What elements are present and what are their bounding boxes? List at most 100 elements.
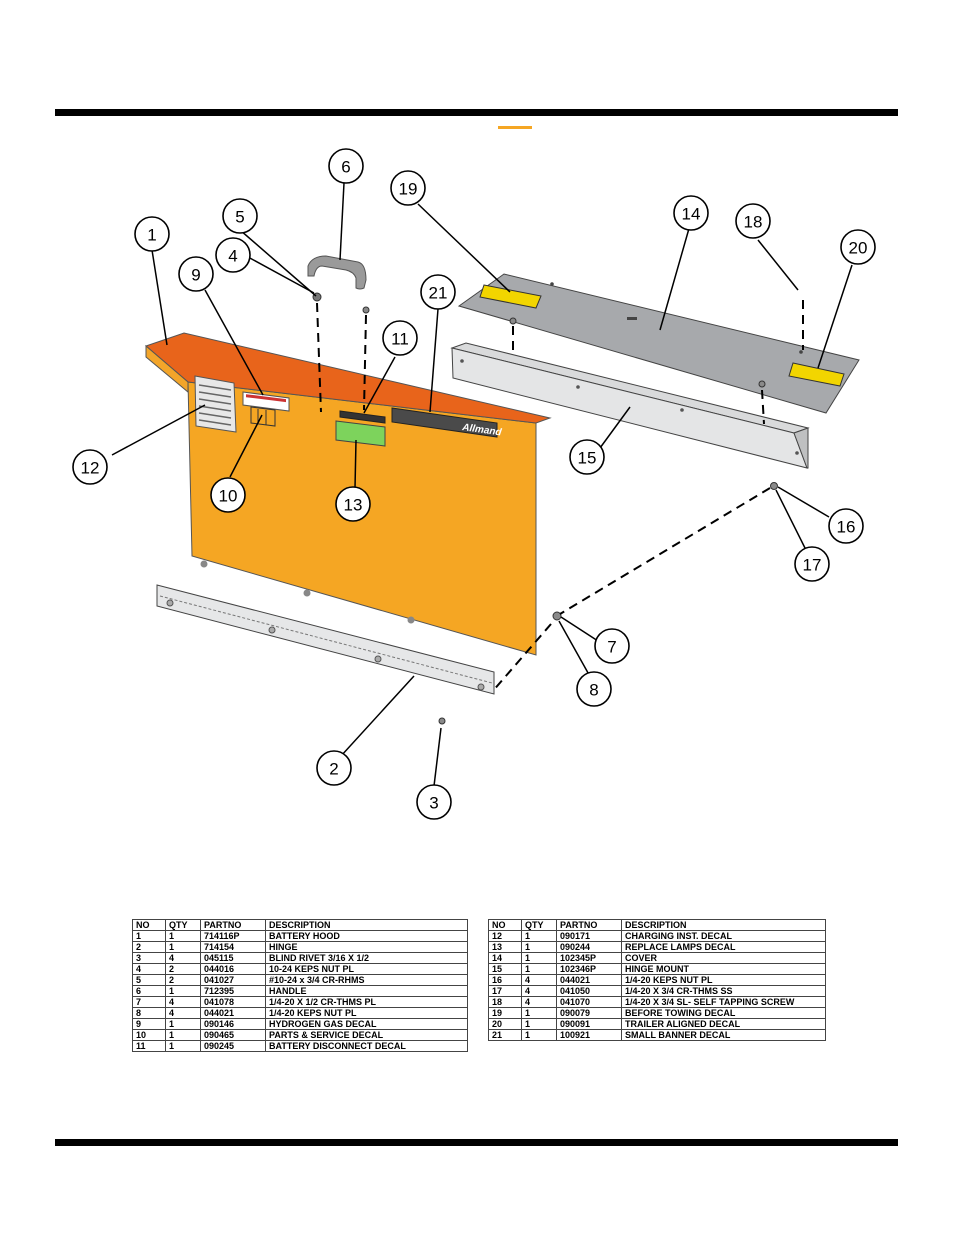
callout-2: 2 (316, 750, 352, 786)
callout-11: 11 (382, 320, 418, 356)
cell-description: 1/4-20 X 3/4 SL- SELF TAPPING SCREW (621, 996, 826, 1008)
callout-number: 8 (589, 681, 598, 700)
leader-lines (111, 182, 853, 787)
callout-number: 6 (341, 158, 350, 177)
hinge (156, 584, 495, 695)
callout-circle (328, 148, 364, 184)
callout-number: 18 (744, 213, 763, 232)
hydrogen-gas-decal (242, 391, 290, 412)
callout-circle (335, 486, 371, 522)
callout-number: 13 (344, 496, 363, 515)
callout-number: 14 (682, 205, 701, 224)
cell-partno: 712395 (200, 985, 266, 997)
cell-no: 1 (132, 930, 166, 942)
cell-no: 16 (488, 974, 522, 986)
parts-service-decal (250, 406, 276, 427)
cell-no: 10 (132, 1029, 166, 1041)
callout-13: 13 (335, 486, 371, 522)
cell-qty: 1 (165, 1040, 201, 1052)
cell-no: 20 (488, 1018, 522, 1030)
cell-no: 4 (132, 963, 166, 975)
callout-14: 14 (673, 195, 709, 231)
callout-5: 5 (222, 198, 258, 234)
cell-description: 1/4-20 X 1/2 CR-THMS PL (265, 996, 468, 1008)
cell-qty: 4 (521, 974, 557, 986)
cell-partno: 090171 (556, 930, 622, 942)
cell-partno: 045115 (200, 952, 266, 964)
parts-table-header-row: NO QTY PARTNO DESCRIPTION (488, 919, 826, 931)
cell-no: 8 (132, 1007, 166, 1019)
cell-description: HINGE (265, 941, 468, 953)
callout-number: 11 (391, 330, 409, 349)
cell-qty: 2 (165, 974, 201, 986)
cell-partno: 714116P (200, 930, 266, 942)
cell-partno: 090245 (200, 1040, 266, 1052)
cell-description: BATTERY HOOD (265, 930, 468, 942)
cell-description: HYDROGEN GAS DECAL (265, 1018, 468, 1030)
cell-qty: 1 (165, 1018, 201, 1030)
cell-description: HANDLE (265, 985, 468, 997)
cell-description: SMALL BANNER DECAL (621, 1029, 826, 1041)
callout-number: 19 (399, 180, 418, 199)
cell-partno: 090244 (556, 941, 622, 953)
cell-partno: 044021 (556, 974, 622, 986)
header-partno: PARTNO (556, 919, 622, 931)
hardware-screw-5 (312, 292, 370, 314)
callout-number: 20 (849, 239, 868, 258)
charging-inst-decal (194, 375, 237, 433)
callout-number: 4 (228, 247, 237, 266)
callout-circle (134, 216, 170, 252)
callout-circle (576, 671, 612, 707)
callout-10: 10 (210, 477, 246, 513)
parts-table-header-row: NO QTY PARTNO DESCRIPTION (132, 919, 468, 931)
cell-partno: 090091 (556, 1018, 622, 1030)
cell-no: 5 (132, 974, 166, 986)
callout-3: 3 (416, 784, 452, 820)
callout-17: 17 (794, 546, 830, 582)
callout-circle (673, 195, 709, 231)
callout-circle (420, 274, 456, 310)
callout-number: 21 (429, 284, 448, 303)
cell-partno: 044021 (200, 1007, 266, 1019)
callout-circle (416, 784, 452, 820)
callout-number: 12 (81, 459, 100, 478)
callout-circle (382, 320, 418, 356)
cell-partno: 090079 (556, 1007, 622, 1019)
cell-no: 9 (132, 1018, 166, 1030)
cell-partno: 041050 (556, 985, 622, 997)
callout-circle (794, 546, 830, 582)
cover-panel (457, 273, 860, 414)
cell-partno: 102346P (556, 963, 622, 975)
callout-circle (210, 477, 246, 513)
callout-8: 8 (576, 671, 612, 707)
bottom-rule (55, 1139, 898, 1146)
callout-19: 19 (390, 170, 426, 206)
cell-qty: 1 (165, 985, 201, 997)
callout-7: 7 (594, 628, 630, 664)
cell-partno: 041078 (200, 996, 266, 1008)
header-description: DESCRIPTION (621, 919, 826, 931)
hardware-small-parts (438, 317, 778, 725)
callout-number: 3 (429, 794, 438, 813)
callout-number: 15 (578, 449, 597, 468)
cell-no: 15 (488, 963, 522, 975)
cell-no: 17 (488, 985, 522, 997)
callout-circle (569, 439, 605, 475)
cell-qty: 1 (521, 1018, 557, 1030)
callout-12: 12 (72, 449, 108, 485)
cell-no: 6 (132, 985, 166, 997)
cell-qty: 4 (521, 985, 557, 997)
callout-circle (840, 229, 876, 265)
